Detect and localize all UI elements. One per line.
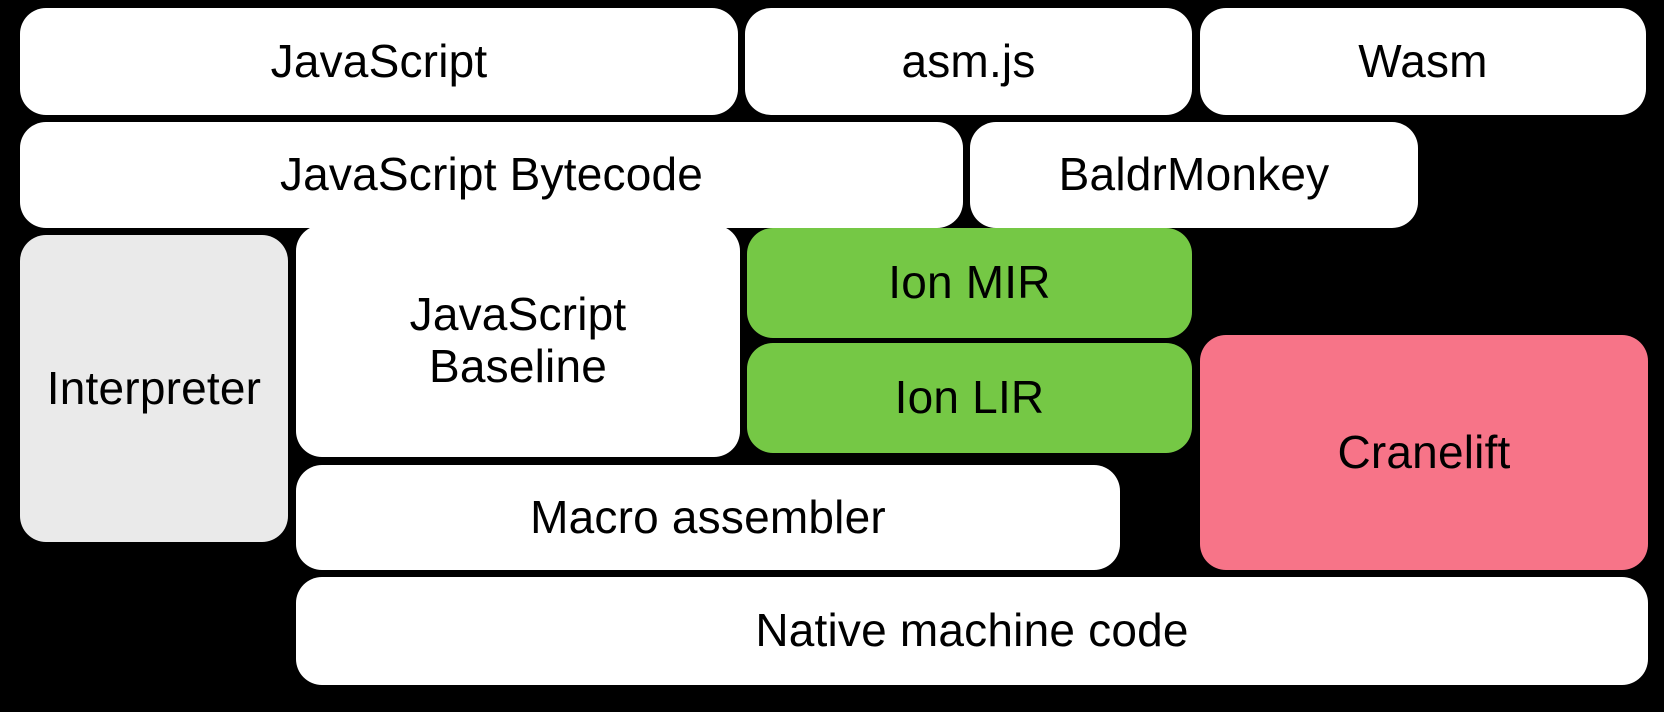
node-ion-mir[interactable]: Ion MIR bbox=[747, 228, 1192, 338]
node-wasm[interactable]: Wasm bbox=[1200, 8, 1646, 115]
node-javascript-bytecode[interactable]: JavaScript Bytecode bbox=[20, 122, 963, 228]
node-ion-lir[interactable]: Ion LIR bbox=[747, 343, 1192, 453]
node-baldrmonkey[interactable]: BaldrMonkey bbox=[970, 122, 1418, 228]
node-native-machine-code[interactable]: Native machine code bbox=[296, 577, 1648, 685]
node-javascript-baseline[interactable]: JavaScript Baseline bbox=[296, 225, 740, 457]
node-cranelift[interactable]: Cranelift bbox=[1200, 335, 1648, 570]
node-asm-js[interactable]: asm.js bbox=[745, 8, 1192, 115]
node-interpreter[interactable]: Interpreter bbox=[20, 235, 288, 542]
node-macro-assembler[interactable]: Macro assembler bbox=[296, 465, 1120, 570]
node-javascript[interactable]: JavaScript bbox=[20, 8, 738, 115]
